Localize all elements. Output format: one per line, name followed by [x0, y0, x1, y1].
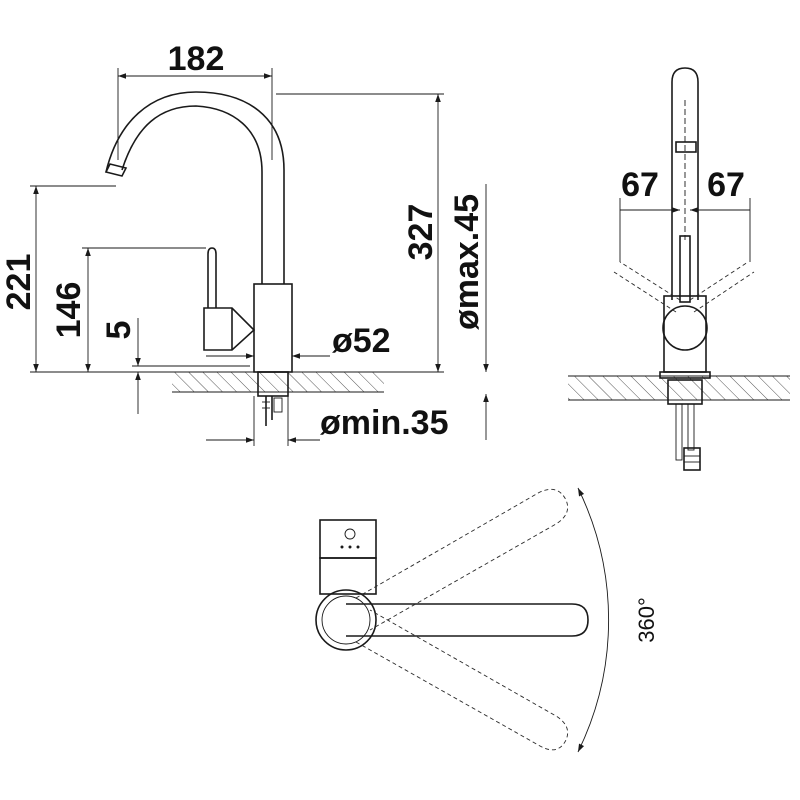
faucet-handle — [203, 307, 256, 351]
top-view: 360° — [315, 487, 659, 753]
dim-handle-height: 146 — [50, 282, 88, 339]
dim-base-height: 5 — [100, 321, 138, 340]
front-handle-knob — [662, 305, 708, 351]
top-base — [315, 589, 377, 651]
countertop-left — [172, 372, 384, 392]
dim-min-hole: ømin.35 — [320, 404, 448, 442]
top-spout — [346, 603, 589, 637]
front-spout — [671, 67, 699, 300]
dim-handle-right: 67 — [707, 166, 745, 204]
dim-handle-left: 67 — [621, 166, 659, 204]
dim-spout-height: 221 — [0, 254, 38, 311]
dim-base-diameter: ø52 — [332, 322, 391, 360]
side-view: 182 327 ømax.45 221 146 5 ø52 ømin. — [0, 40, 489, 446]
front-view: 67 67 — [568, 67, 790, 471]
dim-total-height: 327 — [402, 204, 440, 261]
dim-swivel-angle: 360° — [634, 597, 659, 643]
faucet-body — [253, 283, 293, 373]
faucet-spout — [121, 105, 263, 284]
dim-max-thickness: ømax.45 — [448, 194, 486, 330]
dim-spout-reach: 182 — [168, 40, 225, 78]
